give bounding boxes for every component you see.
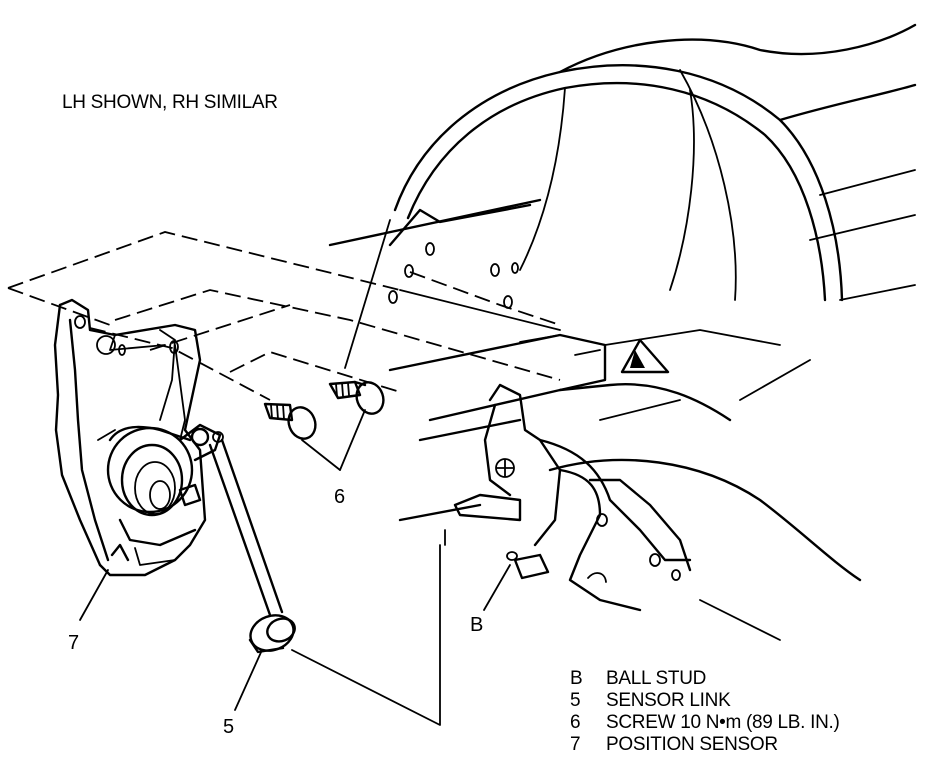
legend-label: SENSOR LINK <box>606 690 731 711</box>
legend-row-position-sensor: 7 POSITION SENSOR <box>570 734 840 756</box>
frame-rail <box>328 198 862 641</box>
callout-screw: 6 <box>334 486 346 508</box>
wheel-well <box>393 23 917 302</box>
screw-lower <box>263 402 317 440</box>
legend-key: B <box>570 668 583 689</box>
callout-sensor-link: 5 <box>223 716 235 738</box>
legend-key: 6 <box>570 712 581 733</box>
sensor-link <box>208 438 296 654</box>
legend-row-sensor-link: 5 SENSOR LINK <box>570 690 840 712</box>
legend-row-screw: 6 SCREW 10 N•m (89 LB. IN.) <box>570 712 840 734</box>
parts-legend: B BALL STUD 5 SENSOR LINK 6 SCREW 10 N•m… <box>570 668 840 756</box>
view-note: LH SHOWN, RH SIMILAR <box>62 92 278 113</box>
legend-label: POSITION SENSOR <box>606 734 778 755</box>
alignment-phantom-lines <box>7 231 561 401</box>
legend-key: 7 <box>570 734 581 755</box>
leader-lines <box>79 219 511 726</box>
legend-label: BALL STUD <box>606 668 707 689</box>
legend-row-ball-stud: B BALL STUD <box>570 668 840 690</box>
callout-ball-stud: B <box>470 614 484 636</box>
ball-stud-bracket <box>444 383 692 612</box>
callout-position-sensor: 7 <box>68 632 80 654</box>
position-sensor <box>53 298 224 577</box>
legend-key: 5 <box>570 690 581 711</box>
screw-upper <box>328 380 385 415</box>
legend-label: SCREW 10 N•m (89 LB. IN.) <box>606 712 840 733</box>
